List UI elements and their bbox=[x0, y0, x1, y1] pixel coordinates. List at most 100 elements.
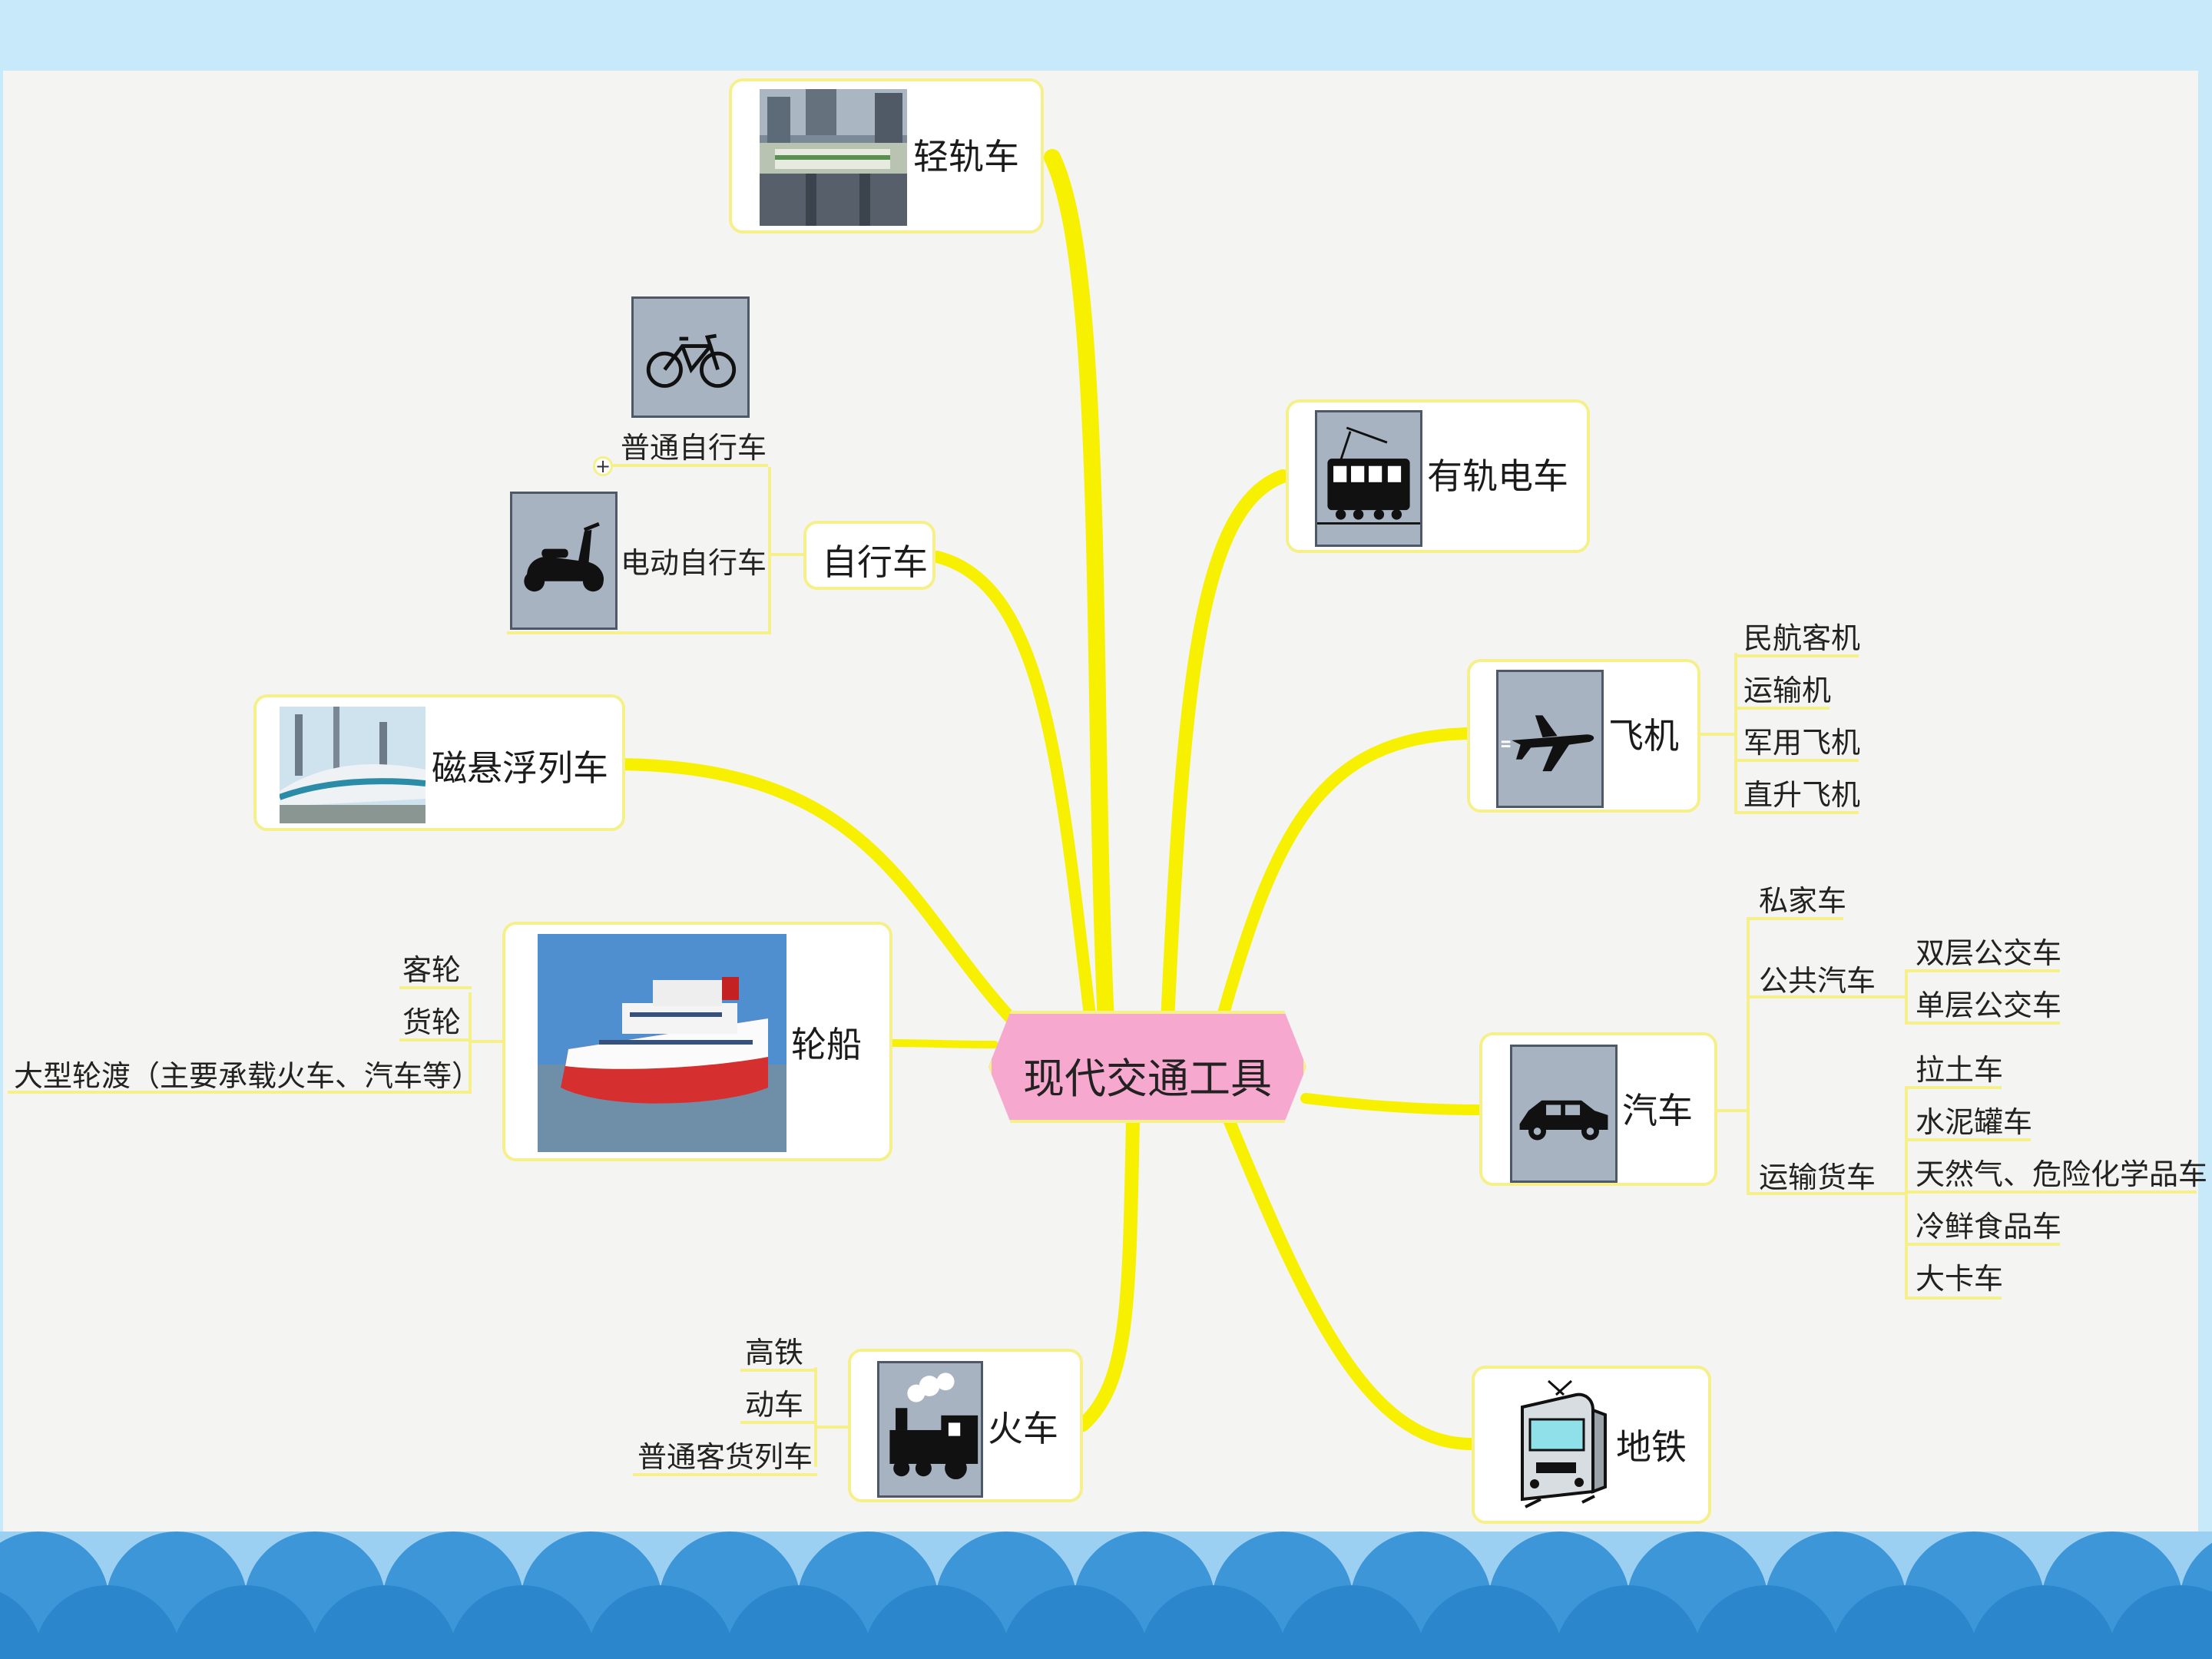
bicycle-connector bbox=[768, 467, 771, 631]
wave-decoration bbox=[0, 1532, 2212, 1659]
wave-scallop-front bbox=[172, 1585, 320, 1659]
truck-child-cement-underline bbox=[1905, 1138, 2031, 1141]
ship-child-passenger-underline bbox=[399, 986, 472, 989]
branch-light-rail bbox=[1044, 149, 1114, 1030]
subway-icon bbox=[1502, 1376, 1613, 1519]
bicycle-child-electric-underline bbox=[507, 631, 771, 634]
train-child-regular[interactable]: 普通客货列车 bbox=[637, 1440, 813, 1474]
branch-train bbox=[1076, 1113, 1140, 1432]
airplane-connector bbox=[1734, 653, 1737, 813]
bicycle-child-regular[interactable]: 普通自行车 bbox=[621, 431, 767, 465]
bicycle-child-regular-underline bbox=[607, 464, 768, 467]
wave-scallop-front bbox=[863, 1585, 1011, 1659]
train-child-highspeed[interactable]: 高铁 bbox=[745, 1336, 804, 1369]
airplane-child-military-underline bbox=[1734, 759, 1859, 762]
truck-child-dirt-underline bbox=[1905, 1086, 2002, 1089]
node-light-rail[interactable]: 轻轨车 bbox=[729, 78, 1044, 233]
car-child-private[interactable]: 私家车 bbox=[1759, 884, 1847, 918]
scooter-icon bbox=[510, 492, 618, 630]
wave-scallop-front bbox=[1693, 1585, 1840, 1659]
wave-scallop-front bbox=[449, 1585, 596, 1659]
truck-child-hazmat[interactable]: 天然气、危险化学品车 bbox=[1916, 1157, 2208, 1191]
wave-scallop-front bbox=[310, 1585, 458, 1659]
airplane-icon bbox=[1496, 670, 1604, 808]
truck-child-big[interactable]: 大卡车 bbox=[1916, 1262, 2004, 1296]
ship-label: 轮船 bbox=[791, 1024, 862, 1065]
light-rail-label: 轻轨车 bbox=[913, 136, 1019, 177]
branch-subway bbox=[1223, 1114, 1477, 1450]
ship-child-cargo-underline bbox=[399, 1038, 472, 1041]
central-topic-label: 现代交通工具 bbox=[1023, 1055, 1272, 1103]
bus-child-single[interactable]: 单层公交车 bbox=[1916, 988, 2062, 1022]
ship-child-cargo[interactable]: 货轮 bbox=[402, 1005, 462, 1039]
ship-photo bbox=[538, 934, 786, 1152]
maglev-photo bbox=[280, 707, 426, 823]
wave-scallop-front bbox=[587, 1585, 734, 1659]
steam-train-icon bbox=[877, 1361, 983, 1498]
node-tram[interactable]: 有轨电车 bbox=[1286, 399, 1590, 553]
node-maglev[interactable]: 磁悬浮列车 bbox=[253, 694, 625, 831]
bus-child-single-underline bbox=[1905, 1022, 2060, 1025]
bicycle-label: 自行车 bbox=[822, 541, 928, 583]
airplane-child-transport-underline bbox=[1734, 707, 1830, 710]
car-child-private-underline bbox=[1747, 917, 1843, 920]
airplane-child-airliner-underline bbox=[1734, 654, 1859, 657]
airplane-connector-h bbox=[1700, 733, 1734, 736]
node-bicycle[interactable]: 自行车 bbox=[803, 521, 935, 590]
wave-scallop-front bbox=[725, 1585, 873, 1659]
light-rail-photo bbox=[760, 89, 907, 226]
truck-child-dirt[interactable]: 拉土车 bbox=[1916, 1053, 2004, 1087]
wave-scallop-front bbox=[1002, 1585, 1149, 1659]
wave-scallop-front bbox=[1969, 1585, 2117, 1659]
ship-child-ferry[interactable]: 大型轮渡（主要承载火车、汽车等） bbox=[14, 1059, 482, 1093]
bicycle-icon bbox=[631, 296, 750, 418]
subway-label: 地铁 bbox=[1616, 1426, 1687, 1468]
wave-scallop-front bbox=[1416, 1585, 1564, 1659]
node-car[interactable]: 汽车 bbox=[1479, 1032, 1717, 1186]
wave-scallop-front bbox=[1140, 1585, 1287, 1659]
branch-airplane bbox=[1215, 727, 1473, 1028]
airplane-label: 飞机 bbox=[1608, 715, 1679, 757]
train-child-highspeed-underline bbox=[740, 1369, 817, 1372]
truck-child-refrigerated[interactable]: 冷鲜食品车 bbox=[1916, 1210, 2062, 1243]
ship-child-passenger[interactable]: 客轮 bbox=[402, 953, 462, 987]
expand-toggle[interactable]: + bbox=[593, 456, 613, 476]
airplane-child-military[interactable]: 军用飞机 bbox=[1743, 726, 1861, 760]
airplane-child-airliner[interactable]: 民航客机 bbox=[1743, 621, 1861, 655]
train-connector-h bbox=[814, 1426, 848, 1429]
truck-child-refrigerated-underline bbox=[1905, 1243, 2060, 1246]
wave-scallop-front bbox=[34, 1585, 181, 1659]
node-ship[interactable]: 轮船 bbox=[502, 922, 892, 1161]
central-topic[interactable]: 现代交通工具 bbox=[988, 1011, 1306, 1123]
car-connector bbox=[1747, 917, 1750, 1194]
ship-connector-h bbox=[469, 1040, 502, 1043]
node-subway[interactable]: 地铁 bbox=[1472, 1366, 1711, 1524]
car-child-truck[interactable]: 运输货车 bbox=[1759, 1161, 1876, 1194]
bicycle-child-electric[interactable]: 电动自行车 bbox=[621, 546, 767, 580]
tram-label: 有轨电车 bbox=[1427, 455, 1568, 497]
wave-scallop-front bbox=[1555, 1585, 1702, 1659]
branch-ship bbox=[887, 1039, 998, 1048]
train-child-emu[interactable]: 动车 bbox=[745, 1388, 804, 1422]
truck-child-cement[interactable]: 水泥罐车 bbox=[1916, 1105, 2033, 1139]
car-connector-h bbox=[1717, 1109, 1748, 1112]
airplane-child-helicopter[interactable]: 直升飞机 bbox=[1743, 778, 1861, 812]
train-child-emu-underline bbox=[740, 1421, 817, 1424]
branch-maglev bbox=[616, 758, 1020, 1028]
truck-child-hazmat-underline bbox=[1905, 1190, 2197, 1194]
bus-child-double-underline bbox=[1905, 969, 2060, 972]
train-child-regular-underline bbox=[633, 1473, 817, 1476]
wave-scallop-front bbox=[2108, 1585, 2212, 1659]
branch-tram bbox=[1161, 469, 1290, 1028]
branch-car bbox=[1300, 1093, 1484, 1115]
airplane-child-helicopter-underline bbox=[1734, 811, 1859, 814]
bus-connector bbox=[1905, 969, 1908, 1023]
ship-child-ferry-underline bbox=[8, 1091, 472, 1094]
node-airplane[interactable]: 飞机 bbox=[1467, 659, 1700, 813]
node-train[interactable]: 火车 bbox=[848, 1349, 1083, 1502]
car-child-bus[interactable]: 公共汽车 bbox=[1759, 964, 1876, 998]
airplane-child-transport[interactable]: 运输机 bbox=[1743, 674, 1832, 707]
bus-child-double[interactable]: 双层公交车 bbox=[1916, 936, 2062, 970]
bicycle-connector-h bbox=[768, 553, 803, 556]
